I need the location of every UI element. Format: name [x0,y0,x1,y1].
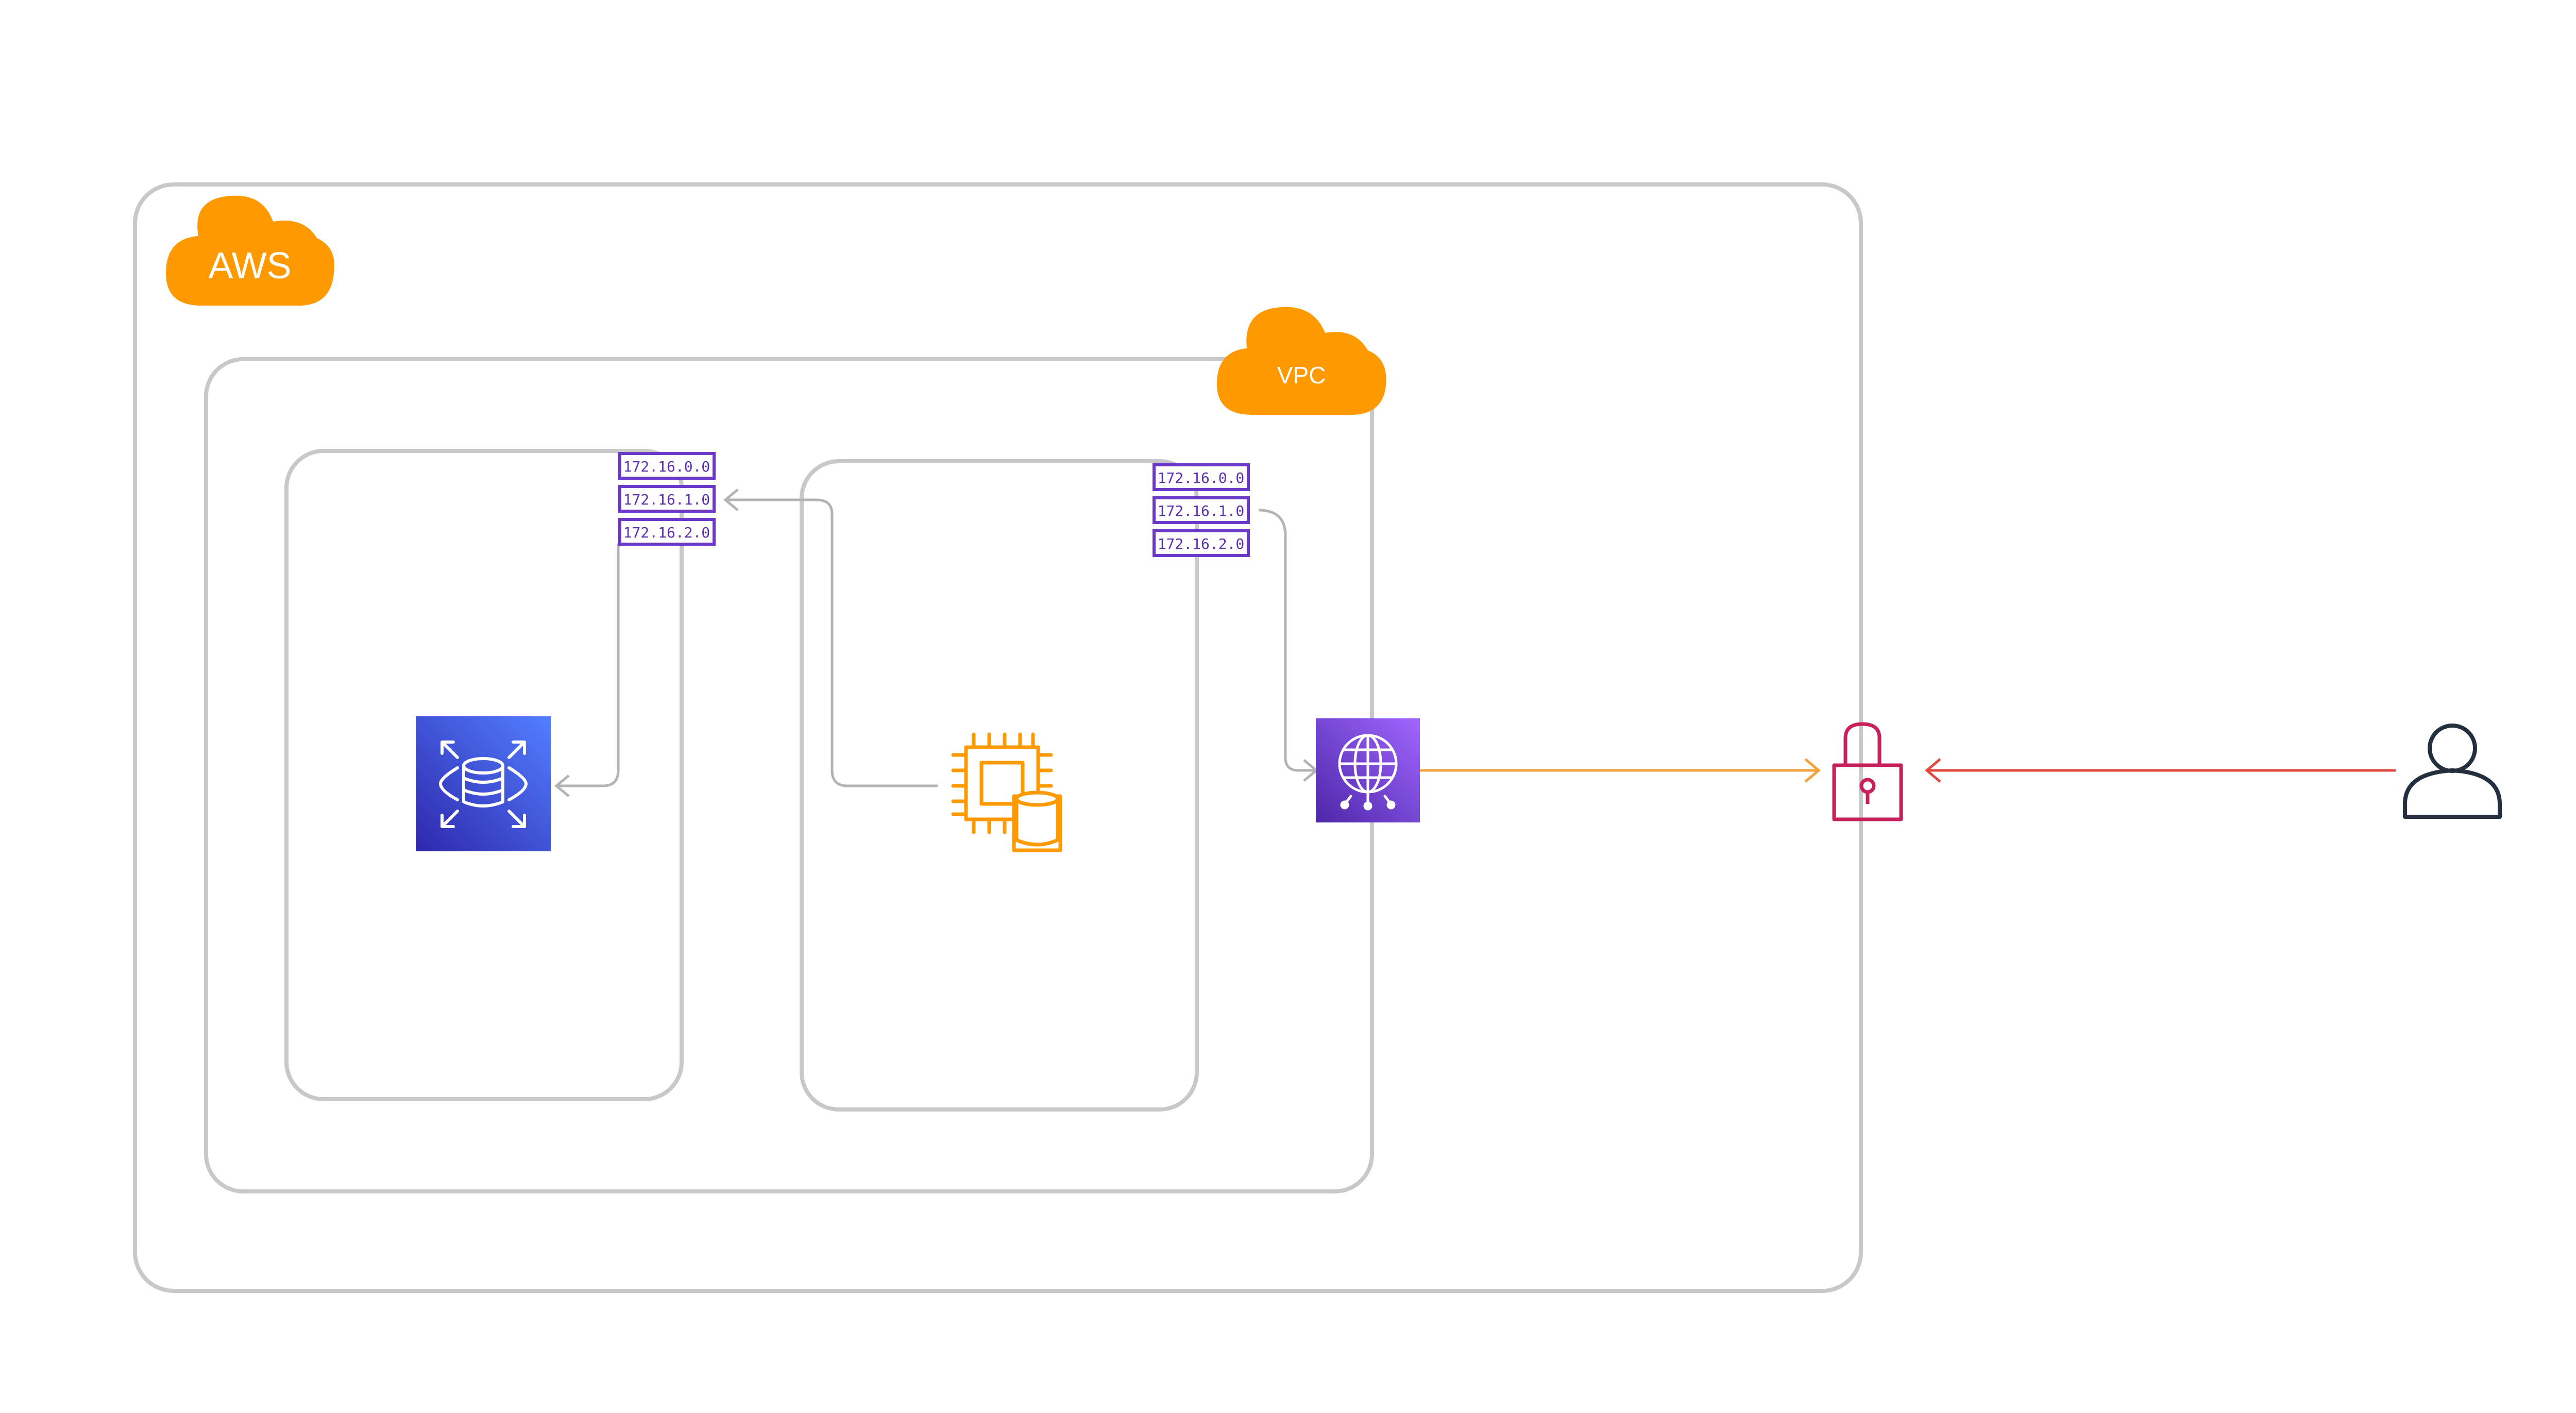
vpc-cloud-badge: VPC [1217,307,1386,415]
route-entry-box [618,485,716,513]
route-entry-box [618,452,716,480]
route-entry: 172.16.2.0 [623,524,710,541]
route-table-subnet-b: 172.16.0.0 172.16.1.0 172.16.2.0 [1153,463,1250,557]
connector-route-table-b-to-gateway [1258,509,1316,772]
connector-ec2-to-route-table-a [725,498,938,787]
connector-route-table-a-to-rds [556,544,620,787]
route-entry-box [618,518,716,546]
route-entry: 172.16.0.0 [1158,469,1245,486]
arrowhead-lock-red [1925,758,1941,783]
lock-icon[interactable] [1832,722,1903,821]
aws-label: AWS [208,245,291,287]
internet-gateway-icon[interactable] [1316,718,1420,822]
ec2-instance-icon[interactable] [951,732,1062,852]
arrowhead-route-table-a [723,489,739,511]
route-entry: 172.16.1.0 [623,491,710,508]
vpc-cloud-icon [1217,307,1386,415]
arrowhead-rds [554,775,570,797]
route-entry: 172.16.0.0 [623,458,710,475]
route-entry-box [1153,496,1250,524]
aws-cloud-frame [133,182,1863,1293]
route-entry-box [1153,463,1250,491]
subnet-b-frame [800,459,1199,1112]
aws-cloud-icon [166,195,335,306]
arrowhead-lock-orange [1804,758,1821,783]
route-entry-box [1153,529,1250,557]
subnet-a-frame [284,449,684,1101]
user-icon[interactable] [2403,724,2502,819]
vpc-label: VPC [1277,362,1326,389]
route-entry: 172.16.2.0 [1158,535,1245,552]
rds-database-icon[interactable] [416,716,551,851]
route-table-subnet-a: 172.16.0.0 172.16.1.0 172.16.2.0 [618,452,716,546]
aws-cloud-badge: AWS [166,195,335,306]
route-entry: 172.16.1.0 [1158,502,1245,519]
